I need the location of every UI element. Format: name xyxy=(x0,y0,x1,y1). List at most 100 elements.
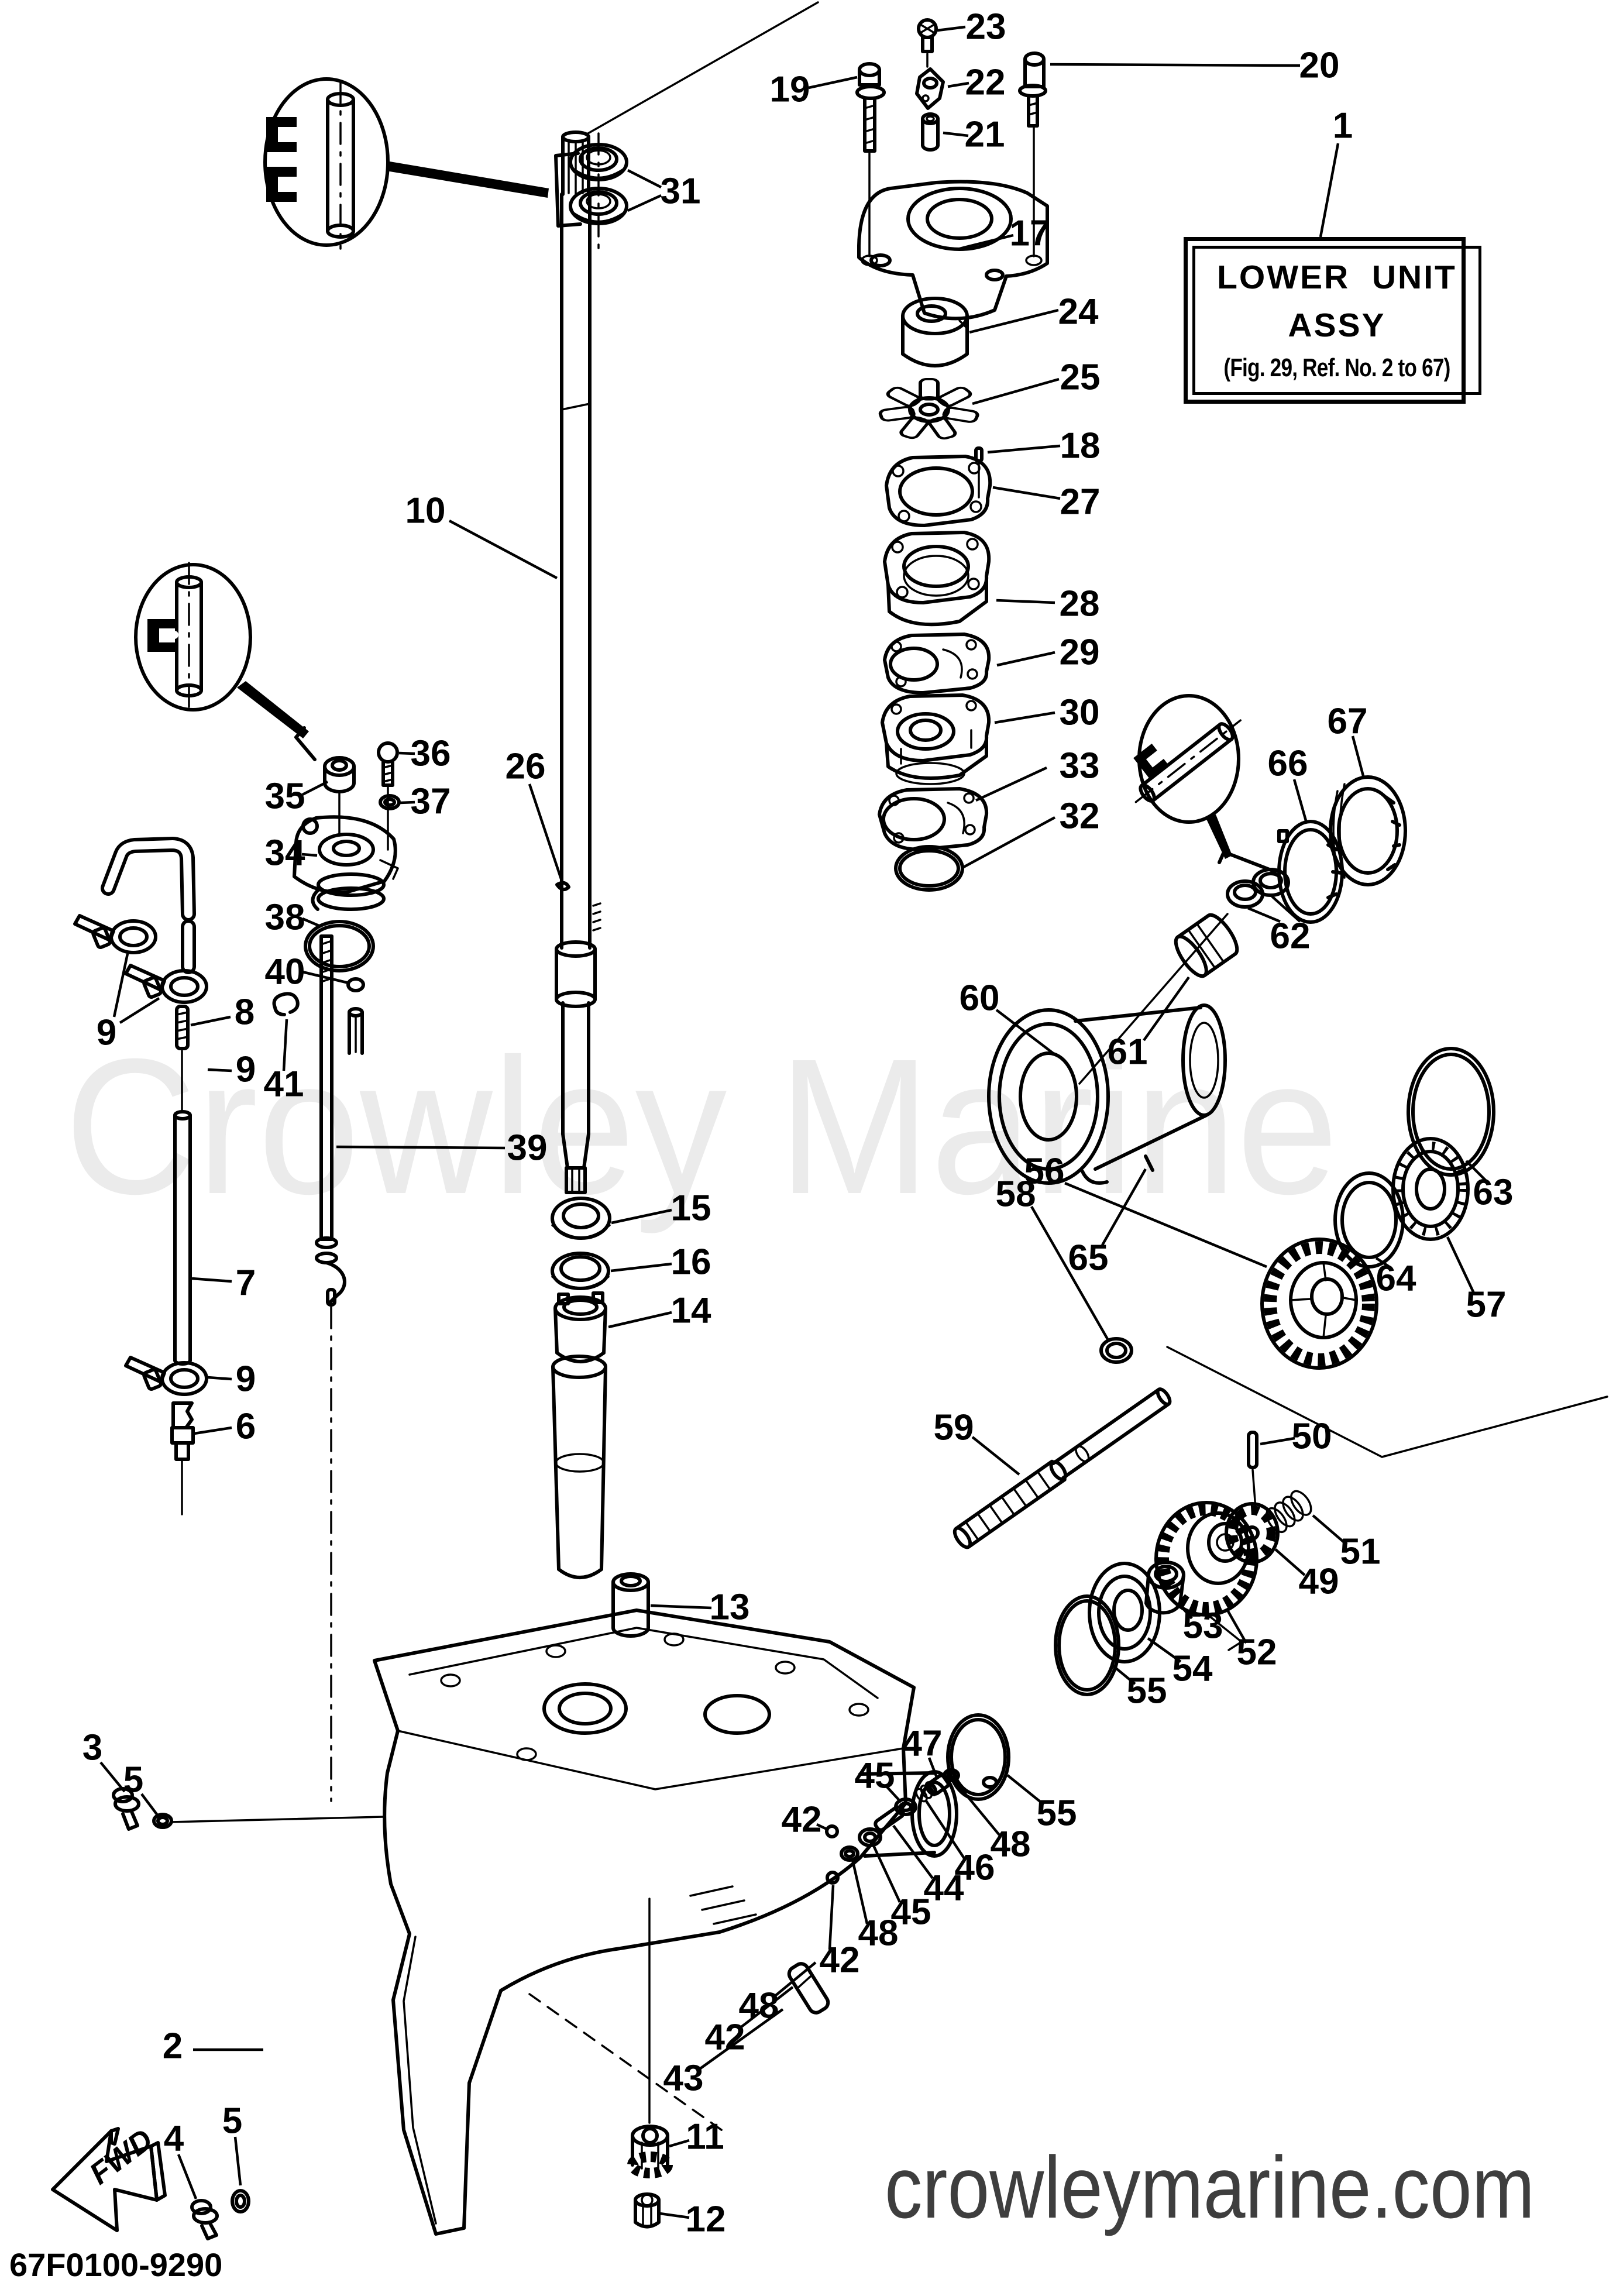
site-footer: crowleymarine.com xyxy=(885,2138,1535,2236)
ring-nut-67 xyxy=(1329,775,1407,886)
callout-52: 52 xyxy=(1237,1632,1277,1673)
leader-line-48 xyxy=(851,1859,869,1924)
callout-49: 49 xyxy=(1299,1562,1339,1602)
title-line-1: LOWER UNIT xyxy=(1217,258,1457,296)
callout-15: 15 xyxy=(671,1188,711,1229)
seal-ring-55b xyxy=(1054,1594,1120,1696)
leader-line-38 xyxy=(302,917,319,927)
leader-line-3 xyxy=(99,1761,126,1793)
callout-57: 57 xyxy=(1466,1285,1507,1325)
callout-61: 61 xyxy=(1108,1032,1148,1073)
driveshaft xyxy=(555,130,601,1194)
callout-6: 6 xyxy=(236,1407,256,1447)
gasket-22 xyxy=(915,67,945,110)
pinion-nut-12 xyxy=(634,2192,661,2229)
leader-line-61 xyxy=(1143,976,1190,1042)
drawing-number: 67F0100-9290 xyxy=(9,2246,223,2283)
fitting-6 xyxy=(170,1401,195,1515)
needle-bearing-61 xyxy=(1174,913,1239,978)
leader-line-42 xyxy=(816,1823,827,1831)
callout-7: 7 xyxy=(236,1263,256,1304)
callout-5: 5 xyxy=(222,2101,242,2142)
plunger-below-40 xyxy=(348,1007,364,1055)
leader-line-63 xyxy=(1465,1160,1487,1182)
leader-line-43 xyxy=(697,2008,784,2071)
leader-line-23 xyxy=(937,25,966,32)
callout-11: 11 xyxy=(686,2117,724,2157)
leader-line-67 xyxy=(1351,735,1366,779)
callout-3: 3 xyxy=(82,1728,102,1768)
callout-51: 51 xyxy=(1340,1532,1381,1572)
callout-67: 67 xyxy=(1328,702,1368,742)
bolt-4 xyxy=(190,2199,219,2240)
callout-35: 35 xyxy=(265,776,305,817)
callout-48: 48 xyxy=(991,1824,1031,1865)
callout-10: 10 xyxy=(405,491,446,531)
callout-28: 28 xyxy=(1060,584,1100,624)
gasket-27 xyxy=(885,455,992,527)
leader-line-48 xyxy=(771,1961,817,1999)
plate-28 xyxy=(883,531,991,627)
callout-65: 65 xyxy=(1068,1238,1109,1278)
prop-shaft-59 xyxy=(953,1387,1172,1549)
seal-detail-view-right xyxy=(1133,694,1242,859)
leader-line-30 xyxy=(994,711,1055,724)
callout-13: 13 xyxy=(710,1587,750,1628)
callout-20: 20 xyxy=(1299,46,1340,86)
callout-12: 12 xyxy=(686,2199,726,2240)
leader-line-33 xyxy=(975,766,1047,802)
callout-26: 26 xyxy=(506,747,546,787)
callout-layer: 1234556789991011121314151617181920212223… xyxy=(82,7,1514,2240)
driveshaft-bearing-stack xyxy=(551,1197,650,1638)
callout-62: 62 xyxy=(1270,916,1311,957)
seal-detail-view-top xyxy=(263,77,549,250)
bearing-carrier-60 xyxy=(987,1003,1227,1185)
bushing-13 xyxy=(611,1572,650,1638)
callout-41: 41 xyxy=(264,1064,304,1105)
reverse-gear-56 xyxy=(1260,1238,1378,1370)
oil-seals-31 xyxy=(554,132,627,254)
detail-pointer xyxy=(237,681,309,738)
leader-line-62 xyxy=(1271,895,1301,923)
leader-line-39 xyxy=(336,1145,506,1150)
leader-line-16 xyxy=(610,1262,672,1273)
callout-55: 55 xyxy=(1127,1671,1167,1711)
callout-45: 45 xyxy=(855,1756,895,1796)
leader-line-4 xyxy=(177,2154,198,2199)
callout-44: 44 xyxy=(924,1868,964,1909)
callout-43: 43 xyxy=(663,2058,704,2099)
callout-27: 27 xyxy=(1060,482,1101,523)
callout-54: 54 xyxy=(1172,1649,1213,1689)
leader-line-28 xyxy=(996,599,1055,604)
leader-line-9 xyxy=(112,953,129,1018)
leader-line-27 xyxy=(992,486,1061,500)
callout-53: 53 xyxy=(1183,1606,1223,1647)
callout-46: 46 xyxy=(955,1848,995,1888)
leader-line-19 xyxy=(808,75,858,90)
callout-39: 39 xyxy=(507,1128,548,1168)
leader-line-1 xyxy=(1319,143,1340,238)
grommet-35 xyxy=(323,756,356,837)
ball-bearing-57 xyxy=(1391,1137,1470,1241)
fwd-arrow-icon xyxy=(51,2127,167,2232)
washer-45a xyxy=(894,1797,917,1816)
leader-line-42 xyxy=(737,1986,794,2030)
pump-bracket-34 xyxy=(293,815,399,911)
callout-9: 9 xyxy=(97,1013,116,1053)
title-box-inner: LOWER UNIT ASSY (Fig. 29, Ref. No. 2 to … xyxy=(1192,246,1481,395)
callout-9: 9 xyxy=(236,1050,256,1090)
leader-line-62 xyxy=(1247,906,1281,923)
leader-line-9 xyxy=(207,1068,232,1073)
leader-line-49 xyxy=(1274,1548,1306,1576)
pin-65 xyxy=(1144,1154,1154,1172)
leader-line-41 xyxy=(282,1019,288,1071)
pump-insert-24 xyxy=(901,297,969,367)
leader-line-17 xyxy=(959,233,1014,250)
ball-40 xyxy=(346,977,365,992)
callout-55: 55 xyxy=(1037,1793,1077,1834)
leader-line-20 xyxy=(1050,63,1301,67)
callout-36: 36 xyxy=(411,734,451,774)
shift-cam-43 xyxy=(787,1962,830,2015)
leader-line-34 xyxy=(301,853,318,857)
leader-line-31 xyxy=(627,194,662,212)
